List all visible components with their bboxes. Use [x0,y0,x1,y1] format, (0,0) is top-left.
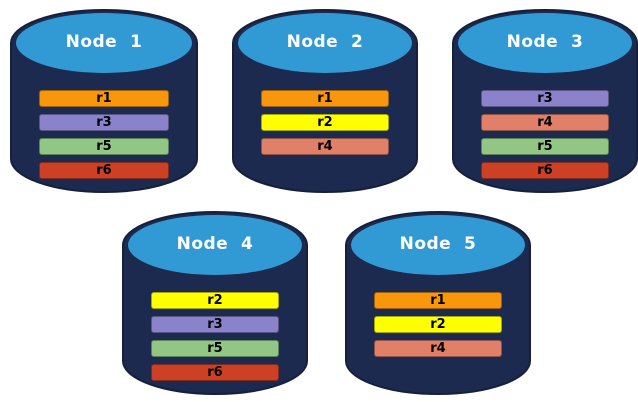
record-r6[interactable]: r6 [481,162,609,179]
record-label: r5 [96,139,112,154]
record-list: r1 r2 r4 [261,90,389,155]
record-label: r3 [537,91,553,106]
record-label: r6 [207,365,223,380]
record-r2[interactable]: r2 [261,114,389,131]
record-r2[interactable]: r2 [374,316,502,333]
record-r4[interactable]: r4 [261,138,389,155]
record-label: r2 [317,115,333,130]
record-label: r2 [207,293,223,308]
record-list: r2 r3 r5 r6 [151,292,279,381]
record-r5[interactable]: r5 [39,138,169,155]
record-r1[interactable]: r1 [39,90,169,107]
record-label: r6 [96,163,112,178]
record-r5[interactable]: r5 [151,340,279,357]
record-label: r4 [537,115,553,130]
cylinder-top [238,13,412,73]
record-label: r4 [430,341,446,356]
record-r5[interactable]: r5 [481,138,609,155]
record-label: r2 [430,317,446,332]
cylinder-top [128,215,302,275]
record-label: r1 [317,91,333,106]
record-label: r6 [537,163,553,178]
record-r6[interactable]: r6 [151,364,279,381]
record-label: r1 [96,91,112,106]
record-r3[interactable]: r3 [39,114,169,131]
record-r1[interactable]: r1 [374,292,502,309]
record-list: r1 r2 r4 [374,292,502,357]
record-list: r1 r3 r5 r6 [39,90,169,179]
record-r4[interactable]: r4 [374,340,502,357]
record-label: r5 [537,139,553,154]
record-r1[interactable]: r1 [261,90,389,107]
record-label: r3 [207,317,223,332]
record-r4[interactable]: r4 [481,114,609,131]
record-r3[interactable]: r3 [481,90,609,107]
cylinder-top [458,13,632,73]
record-r6[interactable]: r6 [39,162,169,179]
record-r2[interactable]: r2 [151,292,279,309]
record-label: r4 [317,139,333,154]
cylinder-top [16,13,192,73]
record-r3[interactable]: r3 [151,316,279,333]
record-label: r1 [430,293,446,308]
cylinder-top [351,215,525,275]
record-label: r3 [96,115,112,130]
record-label: r5 [207,341,223,356]
record-list: r3 r4 r5 r6 [481,90,609,179]
